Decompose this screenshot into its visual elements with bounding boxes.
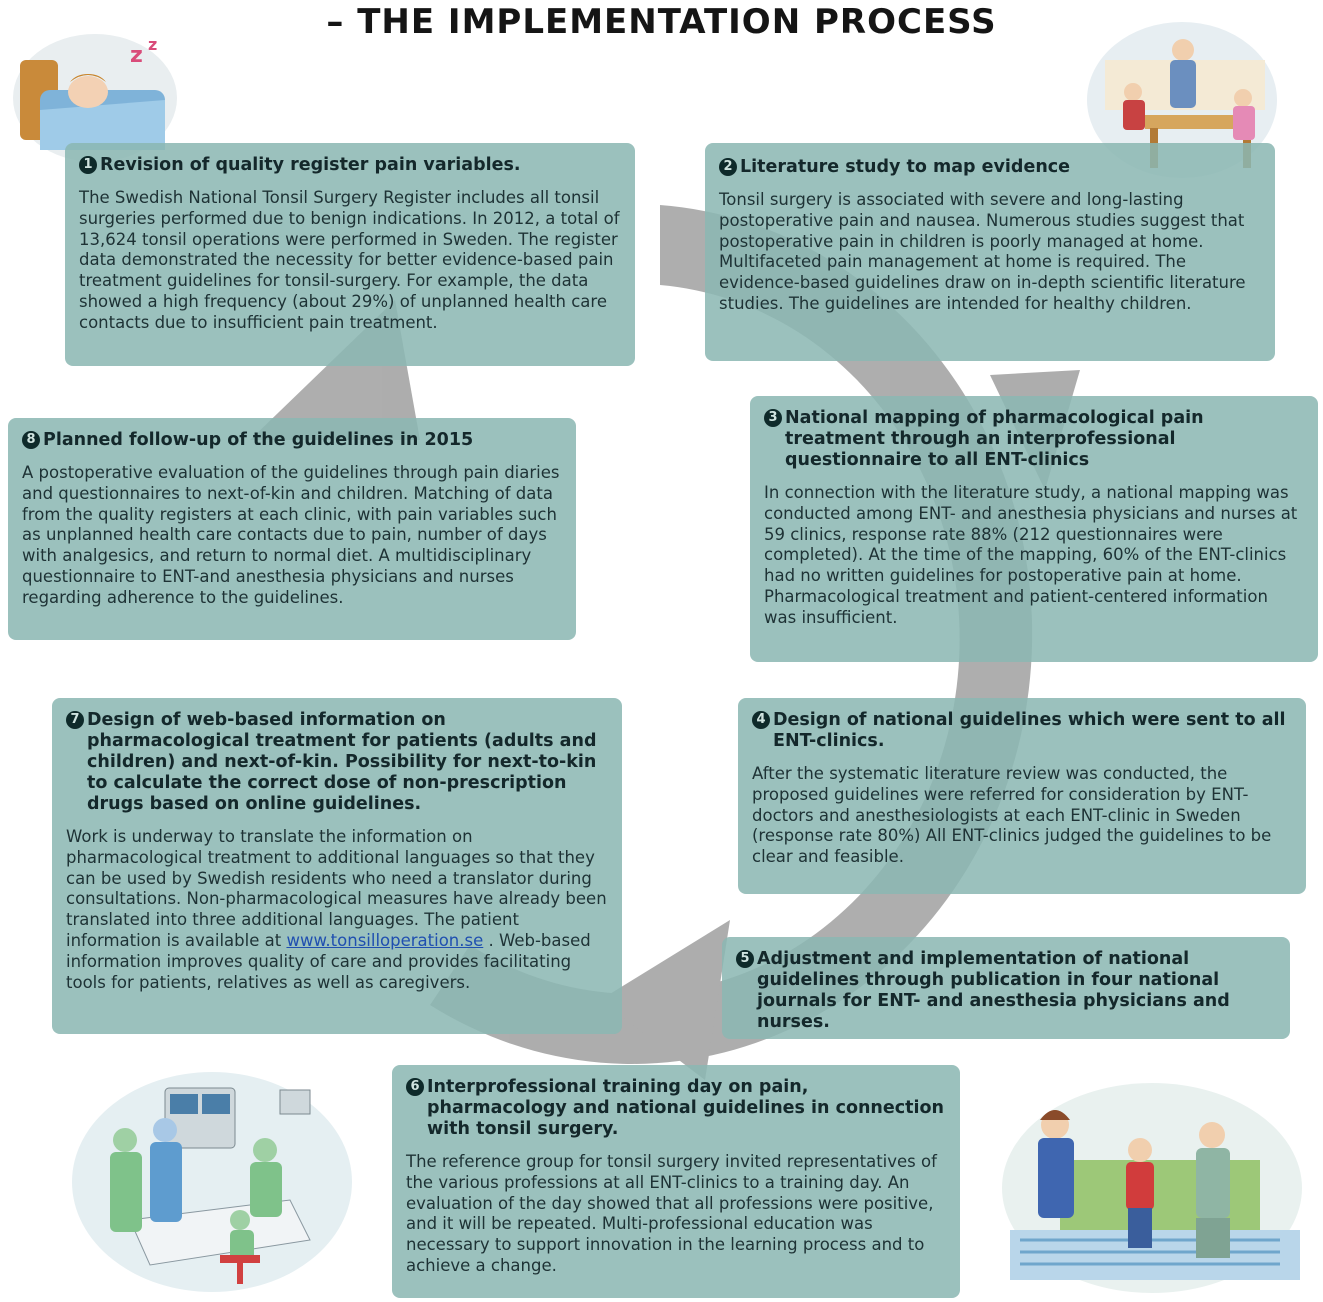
step-3-text: In connection with the literature study,…: [764, 483, 1298, 627]
svg-text:z: z: [148, 35, 157, 54]
step-7-box: 7 Design of web-based information on pha…: [52, 698, 622, 1034]
step-4-box: 4 Design of national guidelines which we…: [738, 698, 1306, 894]
step-5-title: Adjustment and implementation of nationa…: [757, 949, 1230, 1032]
step-8-box: 8 Planned follow-up of the guidelines in…: [8, 418, 576, 640]
step-8-title: Planned follow-up of the guidelines in 2…: [43, 430, 474, 450]
surgery-team-illustration: [72, 1072, 352, 1292]
step-7-text-main: Work is underway to translate the inform…: [66, 827, 607, 950]
step-6-text: The reference group for tonsil surgery i…: [406, 1152, 937, 1275]
step-8-text: A postoperative evaluation of the guidel…: [22, 463, 560, 607]
step-1-title: Revision of quality register pain variab…: [100, 155, 521, 175]
step-6-box: 6 Interprofessional training day on pain…: [392, 1065, 960, 1298]
step-5-number: 5: [736, 950, 754, 968]
step-3-number: 3: [764, 409, 782, 427]
step-8-heading: 8 Planned follow-up of the guidelines in…: [22, 430, 562, 451]
step-7-heading: 7 Design of web-based information on pha…: [66, 710, 608, 815]
page-title: – THE IMPLEMENTATION PROCESS: [326, 2, 997, 42]
step-6-number: 6: [406, 1078, 424, 1096]
step-4-text: After the systematic literature review w…: [752, 764, 1272, 867]
step-2-number: 2: [719, 158, 737, 176]
step-2-box: 2 Literature study to map evidence Tonsi…: [705, 143, 1275, 361]
step-4-title: Design of national guidelines which were…: [773, 710, 1286, 751]
nurse-with-family-illustration: [1002, 1083, 1302, 1293]
sleeping-child-illustration: z z: [13, 34, 177, 162]
step-7-text: Work is underway to translate the inform…: [66, 827, 608, 993]
step-1-number: 1: [79, 156, 97, 174]
tonsilloperation-link[interactable]: www.tonsilloperation.se: [286, 930, 484, 950]
step-3-title: National mapping of pharmacological pain…: [785, 408, 1204, 470]
step-7-title: Design of web-based information on pharm…: [87, 710, 597, 814]
step-4-number: 4: [752, 711, 770, 729]
step-1-box: 1 Revision of quality register pain vari…: [65, 143, 635, 366]
step-8-number: 8: [22, 431, 40, 449]
step-7-number: 7: [66, 711, 84, 729]
step-3-heading: 3 National mapping of pharmacological pa…: [764, 408, 1304, 471]
step-2-text: Tonsil surgery is associated with severe…: [719, 190, 1246, 313]
cycle-arrow-head-bottom: [600, 920, 730, 1080]
step-2-title: Literature study to map evidence: [740, 157, 1071, 177]
step-1-heading: 1 Revision of quality register pain vari…: [79, 155, 621, 176]
step-2-heading: 2 Literature study to map evidence: [719, 157, 1261, 178]
svg-text:z: z: [130, 43, 143, 68]
step-4-heading: 4 Design of national guidelines which we…: [752, 710, 1292, 752]
step-6-title: Interprofessional training day on pain, …: [427, 1077, 944, 1139]
step-6-heading: 6 Interprofessional training day on pain…: [406, 1077, 946, 1140]
step-7-text-after: . Web-based information improves quality…: [66, 930, 591, 992]
step-5-heading: 5 Adjustment and implementation of natio…: [736, 949, 1276, 1033]
step-1-text: The Swedish National Tonsil Surgery Regi…: [79, 188, 620, 332]
step-5-box: 5 Adjustment and implementation of natio…: [722, 937, 1290, 1039]
step-3-box: 3 National mapping of pharmacological pa…: [750, 396, 1318, 662]
